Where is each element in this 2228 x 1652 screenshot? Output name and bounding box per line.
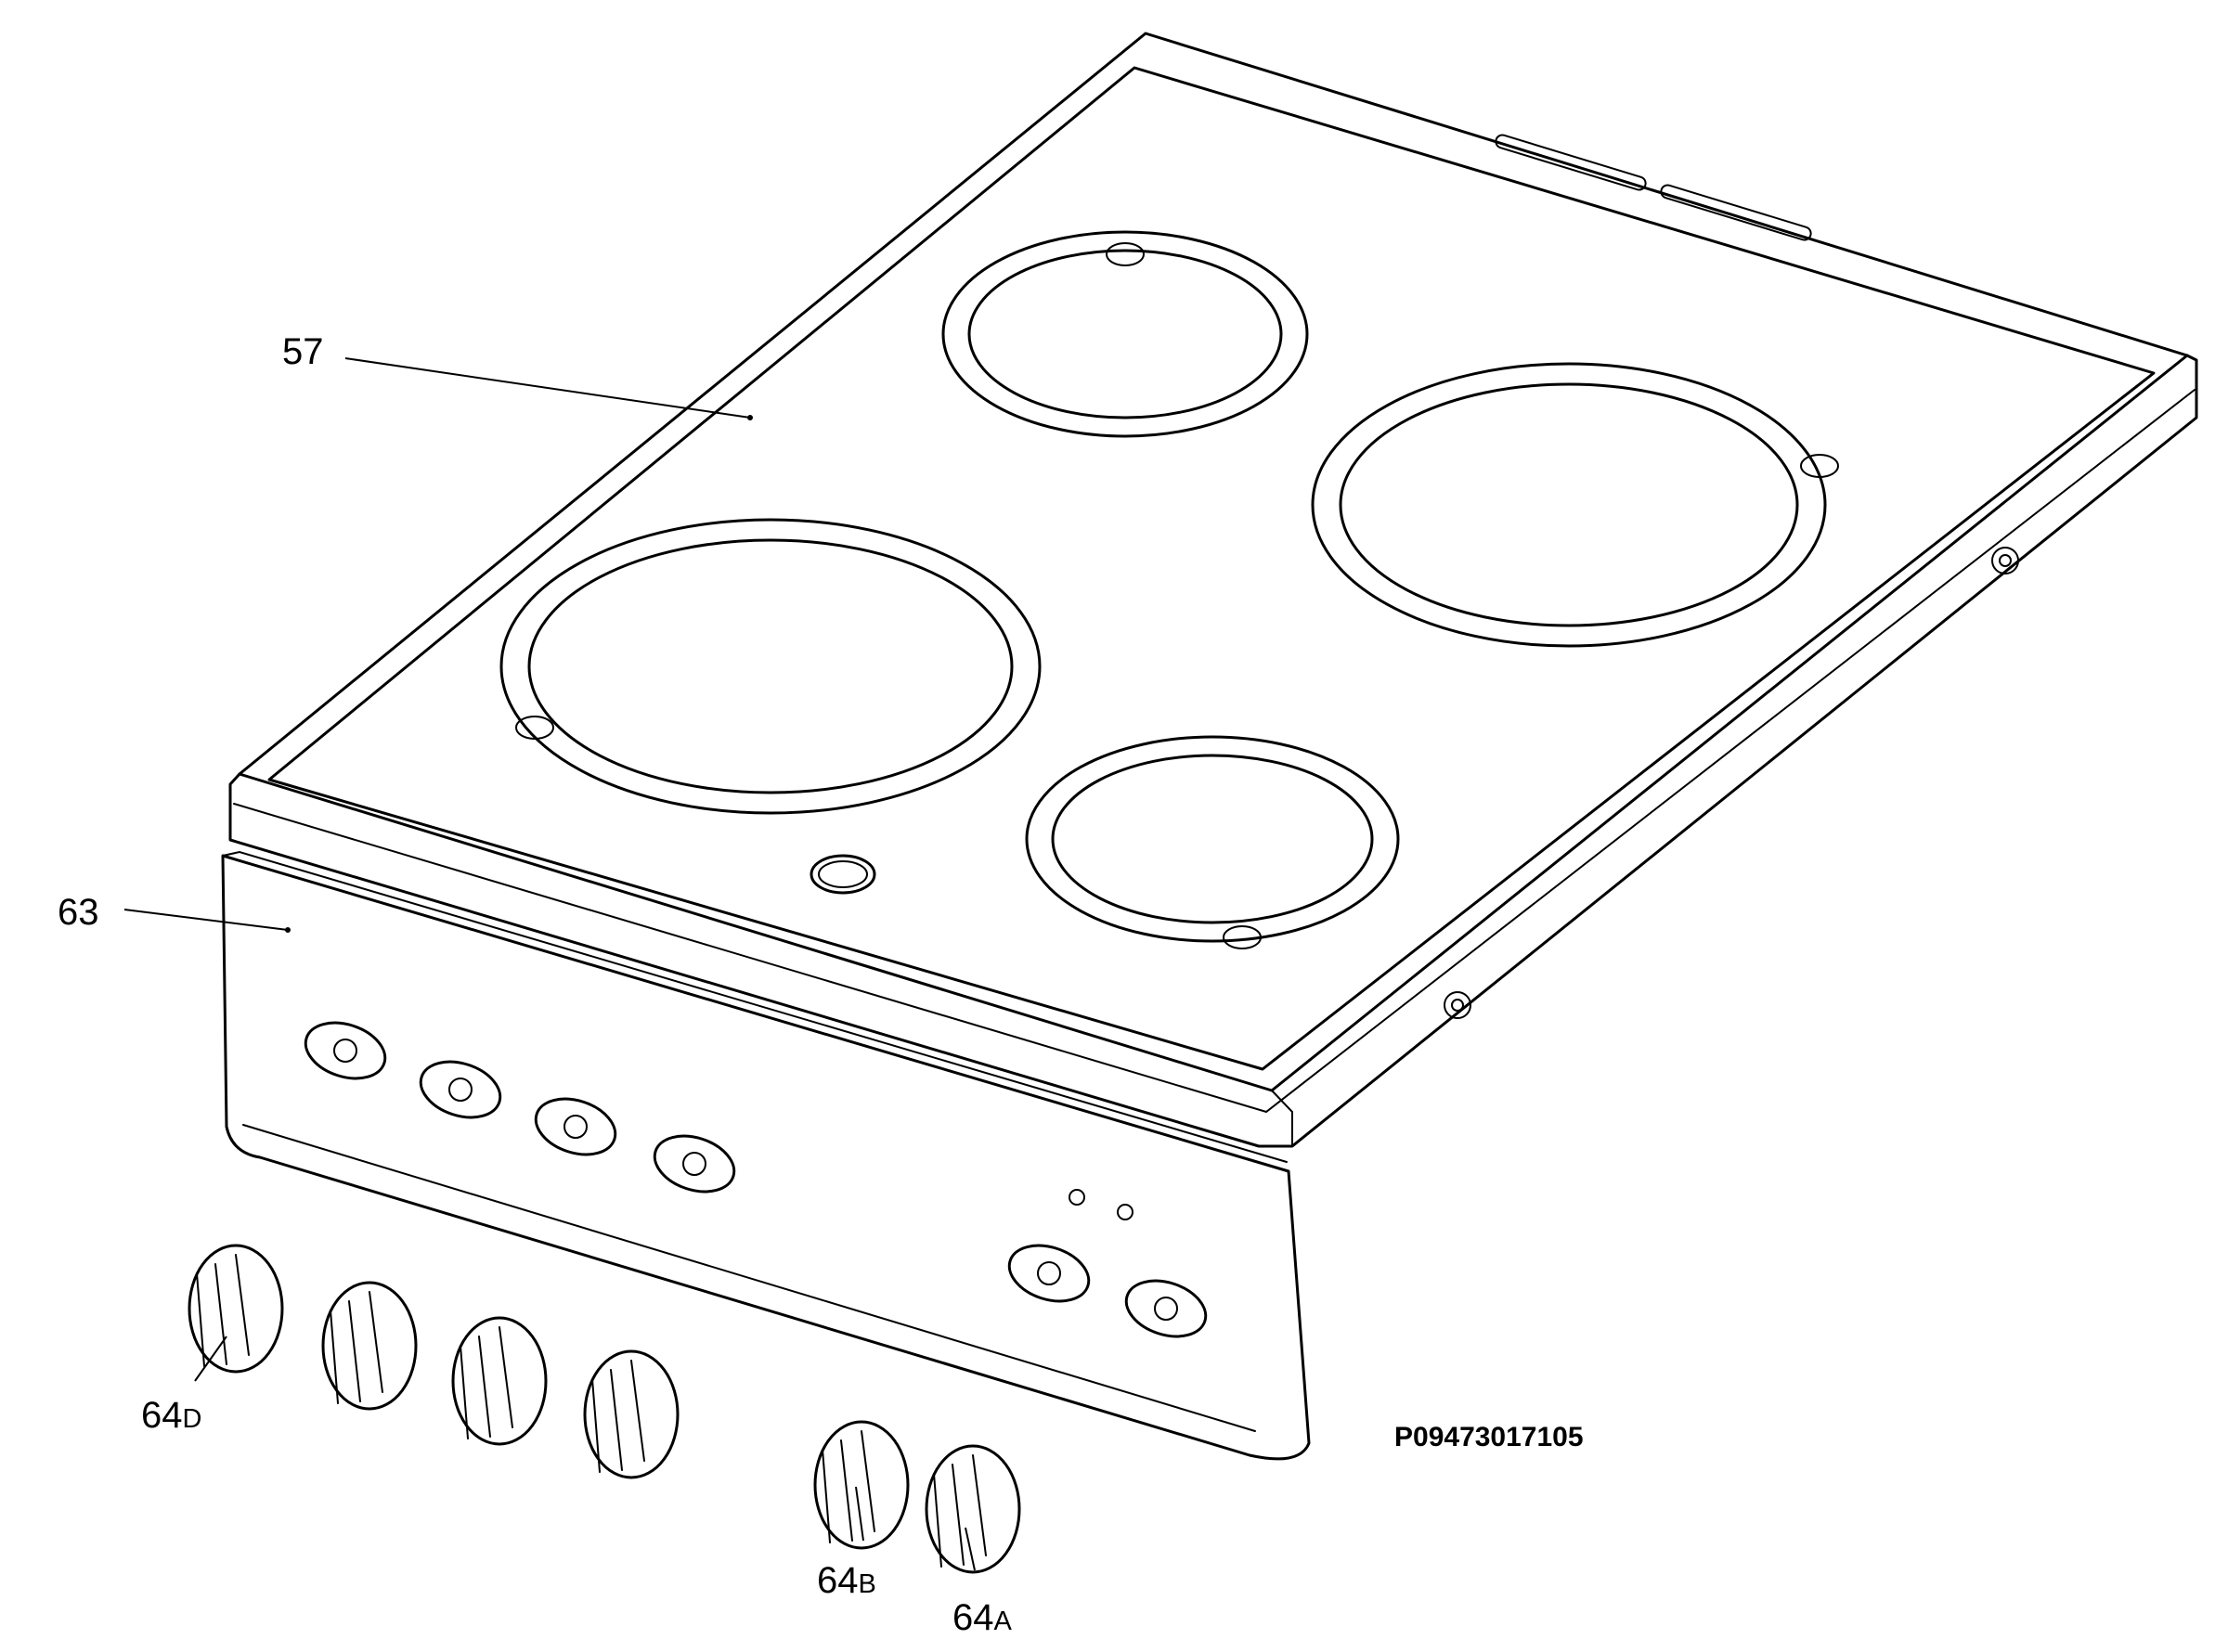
leader-dot-57 [747,415,753,420]
hob-top [228,32,2198,1148]
leader-dot-63 [285,927,291,933]
control-knob [583,1349,680,1479]
control-switch [1124,1279,1208,1338]
control-switch [419,1060,502,1119]
label-57: 57 [282,331,324,372]
drawing-code: P09473017105 [1394,1422,1584,1452]
control-switch [534,1097,617,1156]
indicator-light [810,854,876,895]
leader-line-63 [123,909,289,931]
leader-line-64b [855,1486,864,1542]
control-switch [1007,1244,1091,1303]
indicator-lamps [1069,1189,1133,1220]
control-switch [304,1021,387,1080]
control-switch [653,1134,736,1194]
cooking-zone-front-left [499,518,1042,815]
leader-line-64d [194,1336,227,1382]
control-knob [321,1281,418,1411]
control-knob-64b [813,1420,910,1550]
label-64d: 64D [141,1395,201,1436]
cooking-zone-front-right [1025,735,1400,949]
cooking-zone-rear-right [1311,362,1839,648]
cooking-zone-rear-left [941,230,1309,438]
control-knob-64a [925,1444,1021,1574]
control-panel [221,850,1311,1461]
label-64b: 64B [817,1560,876,1601]
leader-line-57 [344,357,751,419]
label-64a: 64A [952,1597,1013,1638]
control-knob [451,1316,548,1446]
label-63: 63 [58,892,99,933]
leader-line-64a [965,1527,976,1571]
control-knob-64d [188,1244,284,1374]
